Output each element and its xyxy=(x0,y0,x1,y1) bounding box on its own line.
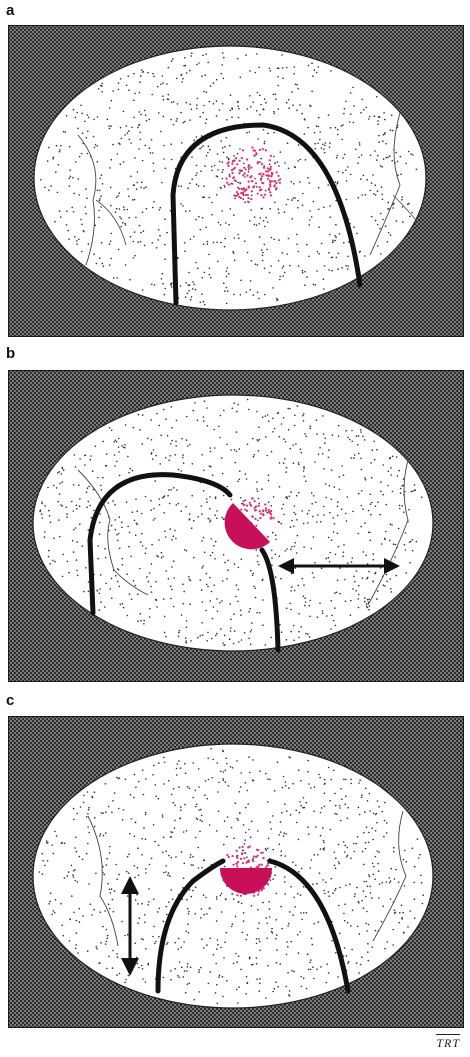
panel-label-b: b xyxy=(6,345,15,362)
panel-c-illustration xyxy=(8,716,464,1028)
panel-b-illustration xyxy=(8,370,464,682)
panel-a-illustration xyxy=(8,25,464,337)
panel-label-a: a xyxy=(6,2,14,19)
panel-label-c: c xyxy=(6,692,14,709)
artist-signature: TRT xyxy=(436,1034,460,1051)
panel-a-field xyxy=(34,46,426,310)
